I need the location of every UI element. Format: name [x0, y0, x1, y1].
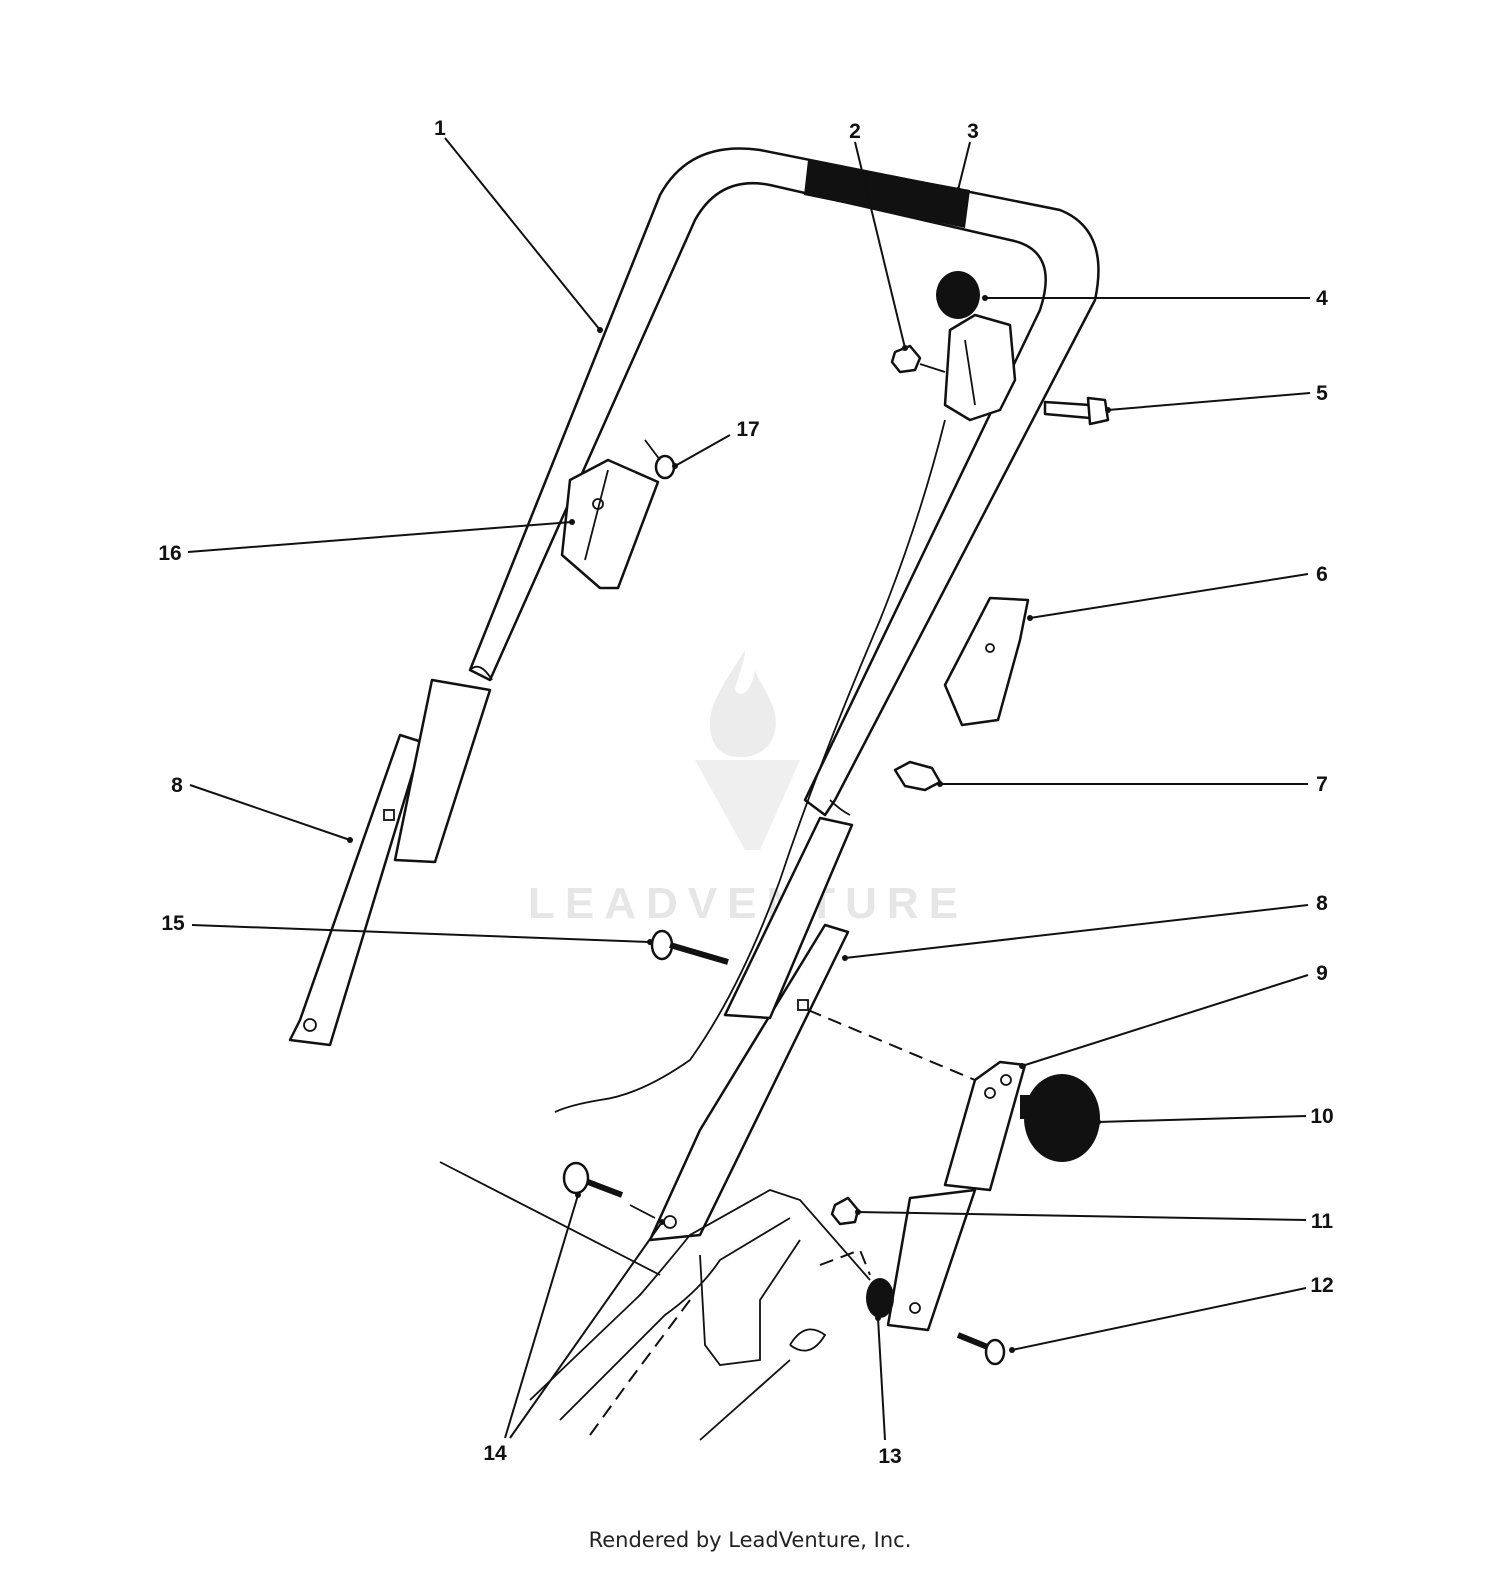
bolt-5: [1043, 396, 1110, 426]
handle-grip: [804, 160, 970, 228]
callout-17: 17: [736, 418, 759, 441]
callout-1: 1: [434, 117, 446, 140]
nut-11: [830, 1196, 860, 1226]
callout-8-left: 8: [171, 774, 183, 797]
cable-clip-6: [943, 596, 1030, 727]
callout-11: 11: [1311, 1210, 1334, 1233]
control-lever: [936, 271, 1017, 422]
upper-handle: [468, 147, 1100, 817]
callout-8-right: 8: [1316, 892, 1328, 915]
lower-handle-right: [648, 816, 854, 1242]
bolt-14: [562, 1161, 656, 1219]
mower-deck: [439, 1161, 871, 1441]
screw-17: [644, 439, 676, 480]
callout-7: 7: [1316, 773, 1328, 796]
watermark-v-icon: [695, 760, 800, 850]
washer-13: [866, 1278, 894, 1318]
watermark-flame-icon: [709, 650, 776, 758]
callout-15: 15: [161, 912, 185, 935]
callout-4: 4: [1316, 287, 1328, 310]
wing-nut-7: [893, 760, 942, 792]
bolt-12: [956, 1332, 1006, 1366]
footer-credit: Rendered by LeadVenture, Inc.: [588, 1528, 912, 1552]
callout-14: 14: [483, 1442, 507, 1465]
callout-9: 9: [1316, 962, 1328, 985]
height-bracket-9: [807, 1009, 1027, 1192]
watermark: LEADVENTURE: [528, 650, 968, 928]
watermark-text: LEADVENTURE: [528, 879, 968, 928]
bolt-15: [650, 929, 729, 965]
callout-2: 2: [849, 120, 861, 143]
knob-10: [1020, 1074, 1100, 1162]
callout-10: 10: [1310, 1105, 1333, 1128]
control-cable: [554, 419, 946, 1113]
callout-3: 3: [967, 120, 979, 143]
lower-handle-left: [288, 678, 492, 1047]
callout-16: 16: [158, 542, 181, 565]
callout-labels: 1 2 3 4 5 16 17 6 7 8 8 15 9 10 11 12 14…: [158, 117, 1333, 1468]
callout-12: 12: [1310, 1274, 1333, 1297]
cable-clip-16: [560, 458, 660, 590]
bracket-plate: [886, 1188, 977, 1332]
nut: [890, 344, 922, 374]
leader-lines: [187, 137, 1311, 1441]
callout-13: 13: [878, 1445, 901, 1468]
callout-6: 6: [1316, 563, 1328, 586]
callout-5: 5: [1316, 382, 1328, 405]
